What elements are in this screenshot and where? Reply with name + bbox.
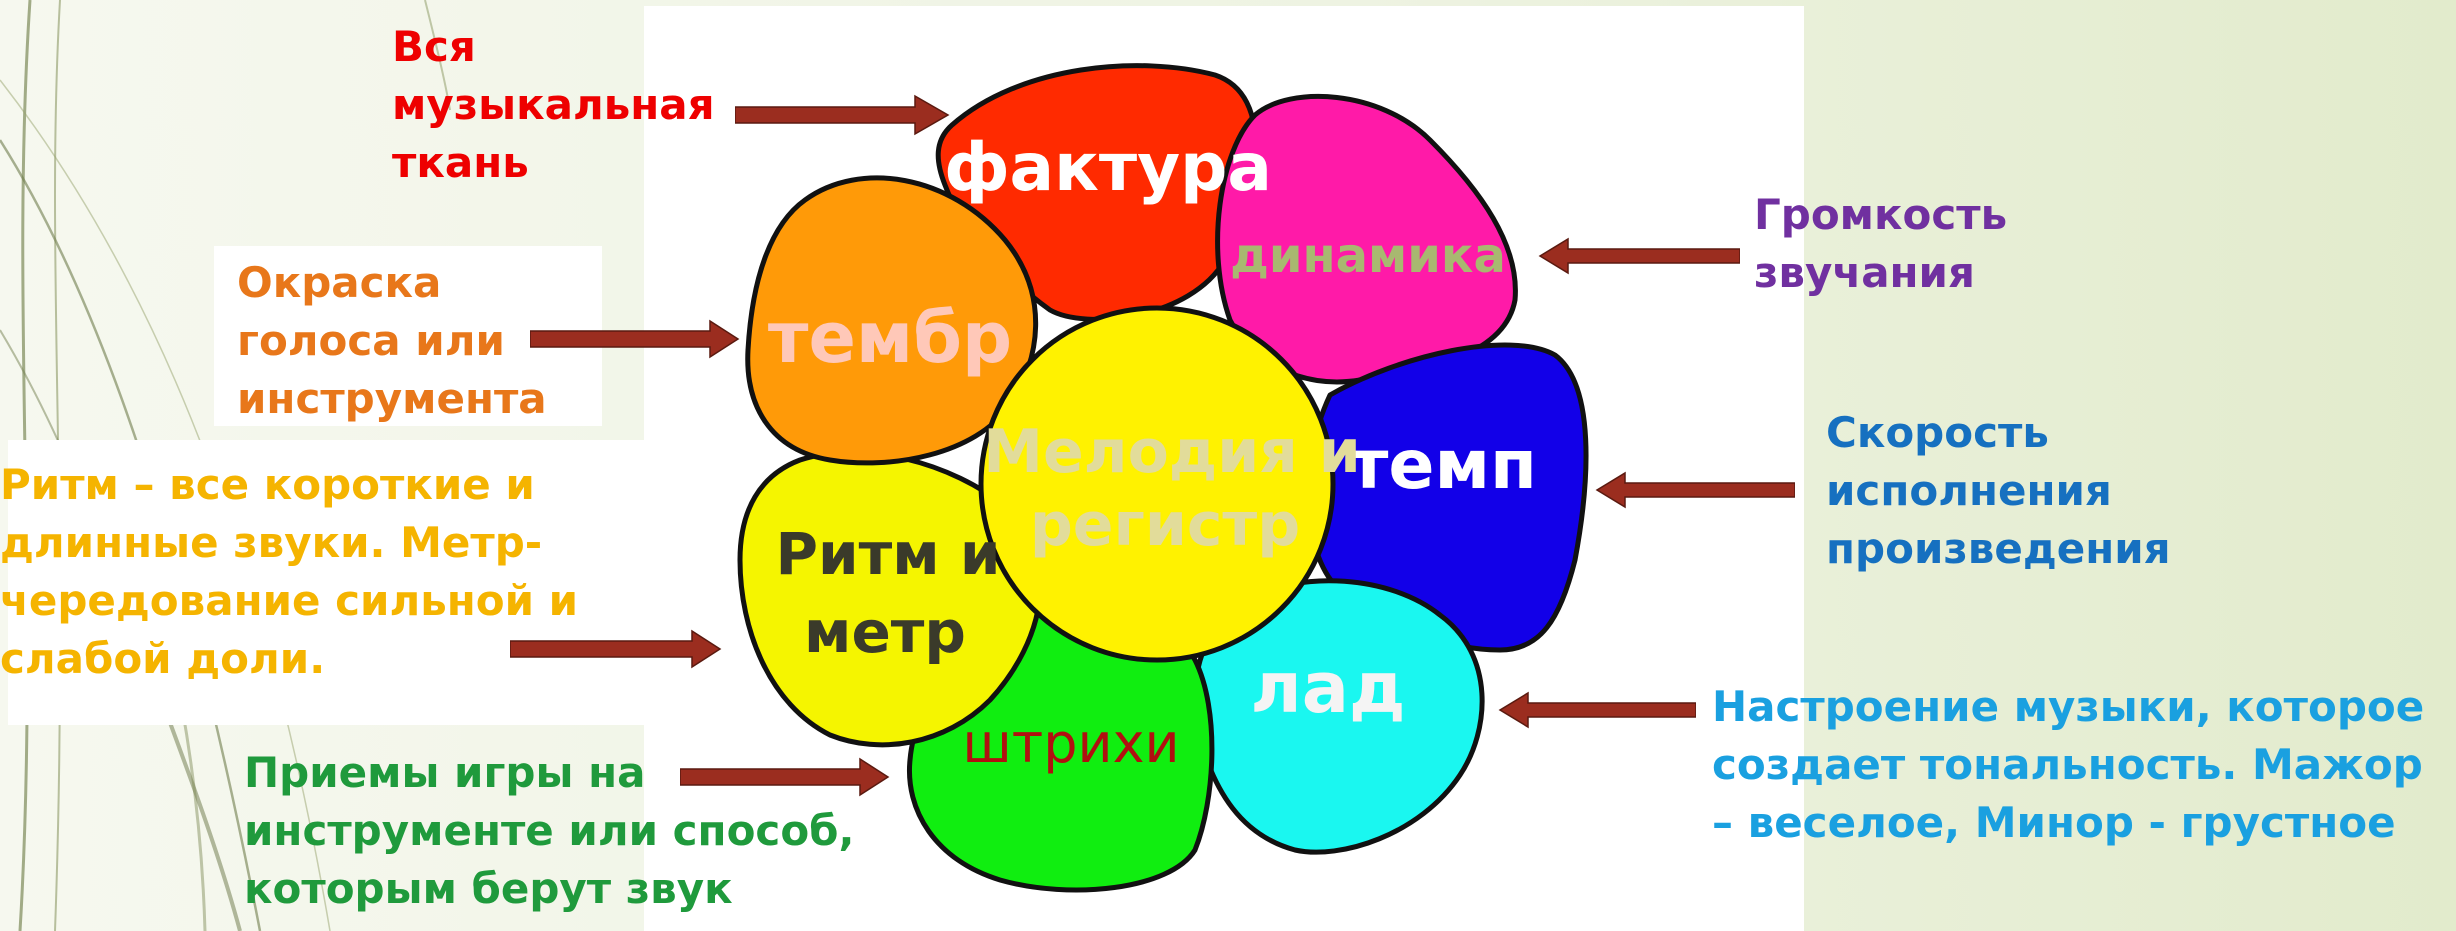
arrow-to-ritm <box>510 629 722 669</box>
petal-tembr <box>745 175 1039 466</box>
label-lad: лад <box>1250 647 1405 729</box>
arrow-to-temp <box>1595 471 1795 509</box>
arrow-to-shtrikhi <box>680 757 890 797</box>
annotation-shtrikhi: Приемы игры на инструменте или способ, к… <box>244 748 855 913</box>
arrow-to-tembr <box>530 319 740 359</box>
arrow-to-dinamika <box>1538 237 1740 275</box>
annotation-ritm: Ритм – все короткие и длинные звуки. Мет… <box>0 460 579 683</box>
label-center-line1: Мелодия и <box>983 417 1361 487</box>
label-temp: темп <box>1349 426 1537 505</box>
label-tembr: тембр <box>768 297 1012 379</box>
ritm-annotation-panel <box>8 440 648 725</box>
annotation-dinamika: Громкость звучания <box>1754 190 2008 297</box>
label-ritm-line1: Ритм и <box>775 520 1000 588</box>
arrow-to-lad <box>1498 691 1696 729</box>
label-center-line2: регистр <box>1030 490 1300 560</box>
annotation-lad: Настроение музыки, которое создает тонал… <box>1712 682 2425 847</box>
arrow-to-faktura <box>735 94 950 136</box>
center-circle <box>978 305 1336 663</box>
petal-ritm <box>737 449 1043 748</box>
label-ritm-line2: метр <box>804 598 966 666</box>
annotation-temp: Скорость исполнения произведения <box>1826 408 2171 573</box>
label-dinamika: динамика <box>1230 228 1506 284</box>
dinamika-annotation-panel <box>1745 172 1760 302</box>
label-shtrikhi: штрихи <box>962 712 1179 775</box>
petal-temp <box>1305 342 1589 653</box>
annotation-faktura: Вся музыкальная ткань <box>392 22 715 187</box>
label-faktura: фактура <box>944 129 1272 206</box>
annotation-tembr: Окраска голоса или инструмента <box>237 258 547 423</box>
